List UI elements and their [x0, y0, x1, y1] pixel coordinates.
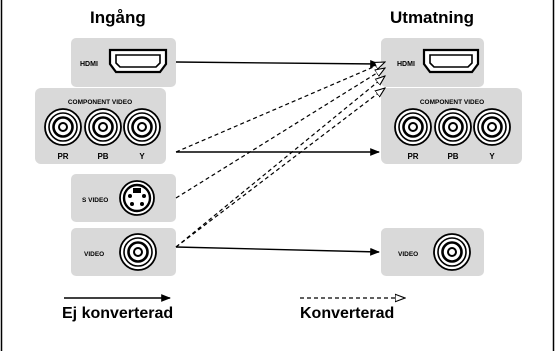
dashed-arrow-video-to-component [175, 88, 385, 248]
hdmi-port-icon [422, 48, 480, 74]
input-video-label: VIDEO [84, 251, 104, 258]
rca-jack-pb-icon [434, 108, 472, 146]
rca-jack-pr-icon [44, 108, 82, 146]
dashed-arrow-video-to-hdmi [175, 76, 385, 248]
arrow-hdmi-to-hdmi [175, 59, 380, 68]
output-video-label: VIDEO [398, 251, 418, 258]
output-component-label: COMPONENT VIDEO [420, 99, 484, 106]
legend-solid-label: Ej konverterad [62, 305, 174, 322]
output-component-panel: COMPONENT VIDEO PR PB Y [381, 88, 522, 164]
input-component-panel: COMPONENT VIDEO PR PB Y [35, 88, 166, 164]
input-jack-label-pr: PR [57, 152, 68, 161]
svideo-port-icon [119, 180, 155, 216]
input-hdmi-panel: HDMI [71, 38, 176, 87]
output-heading: Utmatning [390, 8, 475, 27]
output-jack-label-y: Y [489, 152, 495, 161]
output-jack-label-pr: PR [407, 152, 418, 161]
input-hdmi-label: HDMI [80, 61, 98, 68]
input-video-panel: VIDEO [71, 228, 176, 276]
input-svideo-panel: S VIDEO [71, 174, 176, 222]
input-svideo-label: S VIDEO [82, 197, 108, 204]
arrow-video-to-video [175, 246, 380, 256]
dashed-arrow-svideo-to-hdmi [175, 68, 385, 199]
rca-jack-video-in-icon [119, 233, 157, 271]
rca-jack-y-icon [123, 108, 161, 146]
rca-jack-pb-icon [84, 108, 122, 146]
rca-jack-y-icon [473, 108, 511, 146]
input-component-label: COMPONENT VIDEO [68, 99, 132, 106]
output-hdmi-panel: HDMI [381, 38, 484, 87]
output-video-panel: VIDEO [381, 228, 484, 276]
rca-jack-pr-icon [394, 108, 432, 146]
rca-jack-video-out-icon [433, 233, 471, 271]
input-jack-label-pb: PB [97, 152, 108, 161]
dashed-arrow-component-to-hdmi [175, 62, 385, 153]
input-jack-label-y: Y [139, 152, 145, 161]
output-jack-label-pb: PB [447, 152, 458, 161]
input-heading: Ingång [90, 8, 146, 27]
output-hdmi-label: HDMI [397, 61, 415, 68]
legend-dashed-label: Konverterad [300, 305, 395, 322]
hdmi-port-icon [108, 48, 168, 74]
